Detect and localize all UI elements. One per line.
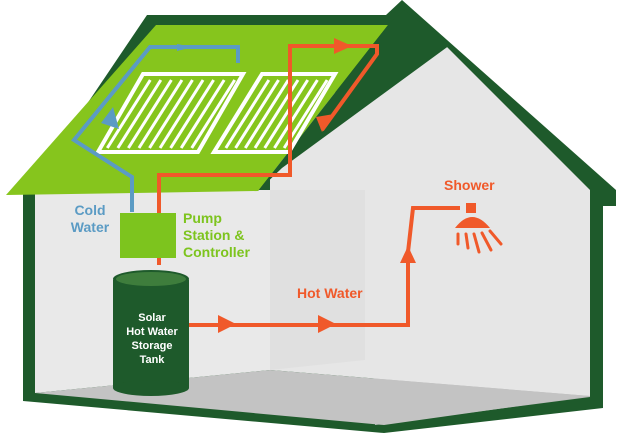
solar-panel-slat [234, 79, 280, 149]
hot-pipe-arrow-roof [316, 114, 334, 132]
shower-label: Shower [444, 177, 495, 193]
hot-pipe-arrow-floor-1 [218, 315, 236, 333]
cold-water-pipe [71, 44, 240, 212]
cold-water-label-line-2: Water [70, 219, 110, 235]
solar-panel-slat [179, 79, 226, 149]
solar-panel-slat [116, 79, 163, 149]
cold-water-label: Cold Water [62, 202, 118, 236]
tank-label-line-4: Tank [139, 354, 165, 366]
storage-tank [113, 270, 189, 396]
shower-head-icon [455, 203, 490, 228]
pump-station-label: Pump Station & Controller [183, 210, 293, 261]
tank-label: Solar Hot Water Storage Tank [112, 311, 192, 367]
cold-pipe-arrow [101, 107, 119, 129]
hot-pipe-arrow-top [334, 38, 352, 54]
solar-panel-slat [244, 79, 290, 149]
solar-panel-slat [224, 79, 271, 149]
solar-panel-slat [263, 79, 309, 149]
solar-panel-slat [148, 79, 194, 149]
cold-water-label-line-1: Cold [74, 202, 106, 218]
hot-water-label: Hot Water [297, 285, 363, 301]
solar-panel-slat [169, 79, 215, 149]
solar-panel-left [94, 72, 247, 154]
pump-station-box [120, 213, 176, 258]
pump-station-label-line-3: Controller [183, 244, 250, 260]
hot-pipe-arrow-floor-2 [318, 315, 336, 333]
solar-panel-slat [158, 79, 205, 149]
solar-panel-slat [137, 79, 184, 149]
shower-spray [456, 229, 503, 254]
solar-panel-slat [273, 79, 319, 149]
hot-pipe-arrows [218, 38, 416, 333]
tank-label-line-2: Hot Water [126, 326, 178, 338]
pump-station-label-line-2: Station & [183, 227, 245, 243]
cold-pipe-arrow-2 [177, 44, 193, 51]
tank-label-line-3: Storage [131, 340, 173, 352]
solar-panel-slat [106, 79, 152, 149]
hot-pipe-arrow-up [400, 246, 416, 263]
roof-ridge-shadow [258, 10, 450, 191]
pump-station-label-line-1: Pump [183, 210, 222, 226]
solar-panel-slat [190, 79, 236, 149]
solar-panel-slat [127, 79, 173, 149]
tank-label-line-1: Solar [138, 312, 166, 324]
